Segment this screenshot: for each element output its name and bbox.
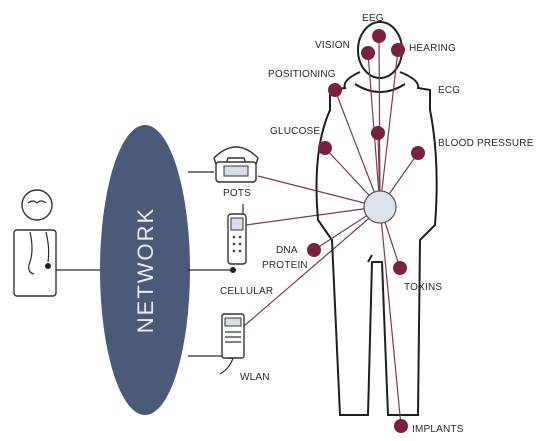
implants-label: IMPLANTS [412, 424, 464, 435]
protein-label: PROTEIN [262, 260, 308, 271]
cellular-label: CELLULAR [220, 286, 273, 297]
positioning-sensor-dot [328, 83, 342, 97]
pots-label: POTS [223, 188, 251, 199]
blood-pressure-label: BLOOD PRESSURE [438, 138, 534, 149]
network-node: NETWORK [100, 125, 190, 415]
hearing-sensor-dot [391, 43, 405, 57]
toxins-sensor-dot [393, 261, 407, 275]
cellular-phone-icon [228, 204, 246, 264]
implants-sensor-dot [394, 419, 408, 433]
dna-protein-sensor-dot [307, 243, 321, 257]
doctor-icon [14, 190, 56, 296]
ecg-sensor-dot [371, 126, 385, 140]
glucose-sensor-dot [318, 141, 332, 155]
ecg-label: ECG [438, 85, 460, 96]
positioning-label: POSITIONING [268, 69, 336, 80]
dna-label: DNA [276, 245, 298, 256]
cellular-to-hub-line [246, 208, 370, 225]
cellular-connector-dot [230, 267, 236, 273]
glucose-label: GLUCOSE [270, 126, 320, 137]
blood-pressure-sensor-dot [411, 146, 425, 160]
wlan-device-icon [220, 314, 244, 374]
eeg-label: EEG [362, 13, 384, 24]
body-hub-node [364, 191, 396, 223]
network-label: NETWORK [133, 207, 158, 333]
vision-label: VISION [315, 40, 350, 51]
wlan-label: WLAN [240, 372, 270, 383]
hearing-label: HEARING [409, 43, 456, 54]
vision-sensor-dot [361, 46, 375, 60]
toxins-label: TOXINS [404, 282, 442, 293]
pots-phone-icon [214, 147, 258, 182]
eeg-sensor-dot [372, 29, 386, 43]
